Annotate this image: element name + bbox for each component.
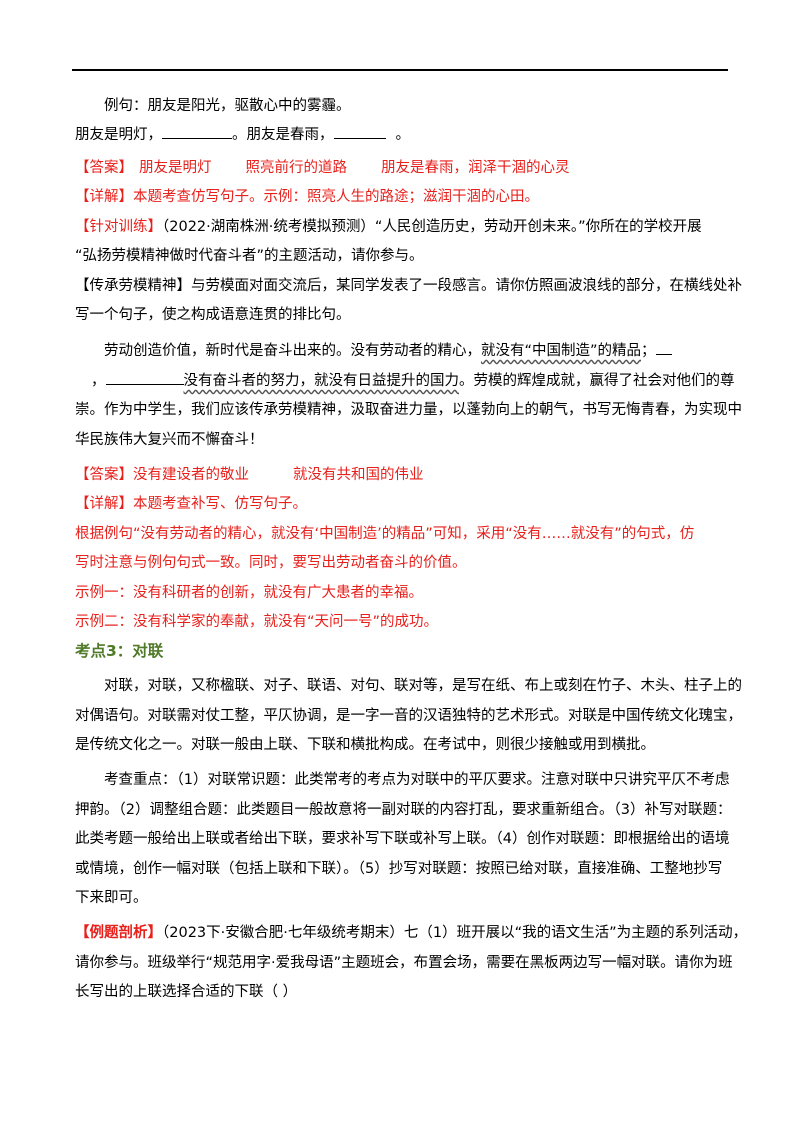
answer-1: 【答案】朋友是明灯照亮前行的道路朋友是春雨，润泽干涸的心灵: [75, 160, 570, 176]
example-sentence: 例句：朋友是阳光，驱散心中的雾霾。: [104, 98, 351, 114]
passage-line-4: 华民族伟大复兴而不懈奋斗！: [75, 432, 264, 448]
example-analysis-line-1: 【例题剖析】（2023下·安徽合肥·七年级统考期末）七（1）班开展以“我的语文生…: [75, 925, 748, 941]
passage-line-3: 崇。作为中学生，我们应该传承劳模精神，汲取奋进力量，以蓬勃向上的朝气，书写无悔青…: [75, 402, 742, 418]
passage-line-1: 劳动创造价值，新时代是奋斗出来的。没有劳动者的精心，就没有“中国制造”的精品；: [104, 340, 764, 361]
section-title: 考点3：对联: [75, 642, 164, 660]
detail-2-example-2: 示例二：没有科学家的奉献，就没有“天问一号”的成功。: [75, 614, 439, 630]
duilian-line-3: 是传统文化之一。对联一般由上联、下联和横批构成。在考试中，则很少接触或用到横批。: [75, 737, 655, 753]
key-points-line-5: 下来即可。: [75, 890, 148, 906]
answer-blank[interactable]: [162, 124, 232, 139]
key-points-line-2: 押韵。（2）调整组合题：此类题目一般故意将一副对联的内容打乱，要求重新组合。（3…: [75, 802, 732, 818]
key-points-line-4: 或情境，创作一幅对联（包括上联和下联）。（5）抄写对联题：按照已给对联，直接准确…: [75, 861, 723, 877]
answer-2: 【答案】没有建设者的敬业就没有共和国的伟业: [75, 467, 424, 483]
detail-2-line-3: 写时注意与例句句式一致。同时，要写出劳动者奋斗的价值。: [75, 555, 467, 571]
inherit-line-1: 【传承劳模精神】与劳模面对面交流后，某同学发表了一段感言。请你仿照画波浪线的部分…: [75, 278, 742, 294]
example-analysis-line-2: 请你参与。班级举行“规范用字·爱我母语”主题班会，布置会场，需要在黑板两边写一幅…: [75, 955, 733, 971]
passage-line-2: ，没有奋斗者的努力，就没有日益提升的国力。劳模的辉煌成就，赢得了社会对他们的尊: [75, 370, 735, 391]
detail-2-line-2: 根据例句“没有劳动者的精心，就没有‘中国制造’的精品”可知，采用“没有……就没有…: [75, 526, 695, 542]
answer-blank[interactable]: [333, 124, 386, 139]
duilian-line-1: 对联，对联，又称楹联、对子、联语、对句、联对等，是写在纸、布上或刻在竹子、木头、…: [104, 678, 742, 694]
key-points-line-3: 此类考题一般给出上联或者给出下联，要求补写下联或补写上联。（4）创作对联题：即根…: [75, 831, 730, 847]
question-1: 朋友是明灯，。朋友是春雨，。: [75, 124, 735, 145]
example-analysis-line-3: 长写出的上联选择合适的下联（ ）: [75, 984, 298, 1000]
duilian-line-2: 对偶语句。对联需对仗工整，平仄协调，是一字一音的汉语独特的艺术形式。对联是中国传…: [75, 708, 742, 724]
training-line-1: 【针对训练】（2022·湖南株洲·统考模拟预测）“人民创造历史，劳动开创未来。”…: [75, 219, 702, 235]
key-points-line-1: 考查重点：（1）对联常识题：此类常考的考点为对联中的平仄要求。注意对联中只讲究平…: [104, 772, 730, 788]
detail-2-line-1: 【详解】本题考查补写、仿写句子。: [75, 496, 307, 512]
detail-1: 【详解】本题考查仿写句子。示例：照亮人生的路途；滋润干涸的心田。: [75, 189, 539, 205]
inherit-line-2: 写一个句子，使之构成语意连贯的排比句。: [75, 307, 351, 323]
header-rule: [72, 69, 728, 71]
answer-blank[interactable]: [105, 370, 184, 385]
answer-blank[interactable]: [655, 340, 672, 355]
training-line-2: “弘扬劳模精神做时代奋斗者”的主题活动，请你参与。: [75, 248, 424, 264]
detail-2-example-1: 示例一：没有科研者的创新，就没有广大患者的幸福。: [75, 585, 423, 601]
